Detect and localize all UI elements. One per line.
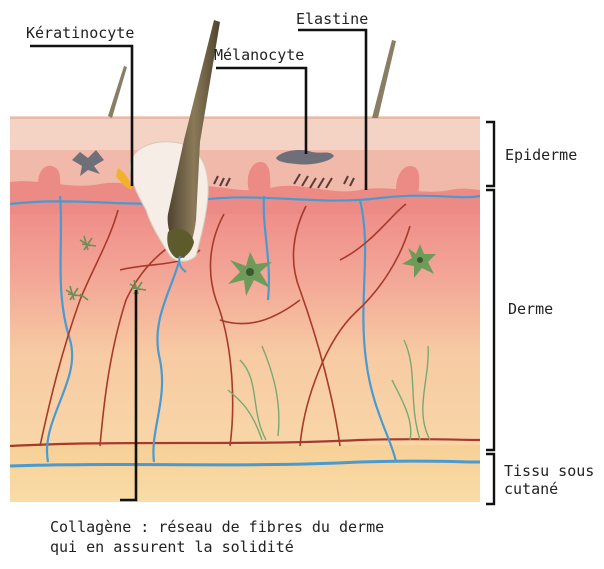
tissu-label-line1: Tissu sous [504,462,594,480]
derme-label: Derme [508,300,553,318]
layer-brackets [486,122,494,504]
tissu-bracket [486,454,494,504]
hair-shaft [372,40,396,118]
hypodermis-layer [10,440,480,502]
collagene-label-line1: Collagène : réseau de fibres du derme [50,518,384,536]
melanocyte-label: Mélanocyte [214,46,304,64]
elastine-label: Elastine [296,10,368,28]
derme-bracket [486,190,494,450]
keratinocyte-label: Kératinocyte [26,24,134,42]
epiderme-bracket [486,122,494,186]
epiderme-label: Epiderme [505,146,577,164]
collagene-label-line2: qui en assurent la solidité [50,538,294,556]
tissu-label-line2: cutané [504,480,558,498]
hair-shaft [108,66,127,118]
